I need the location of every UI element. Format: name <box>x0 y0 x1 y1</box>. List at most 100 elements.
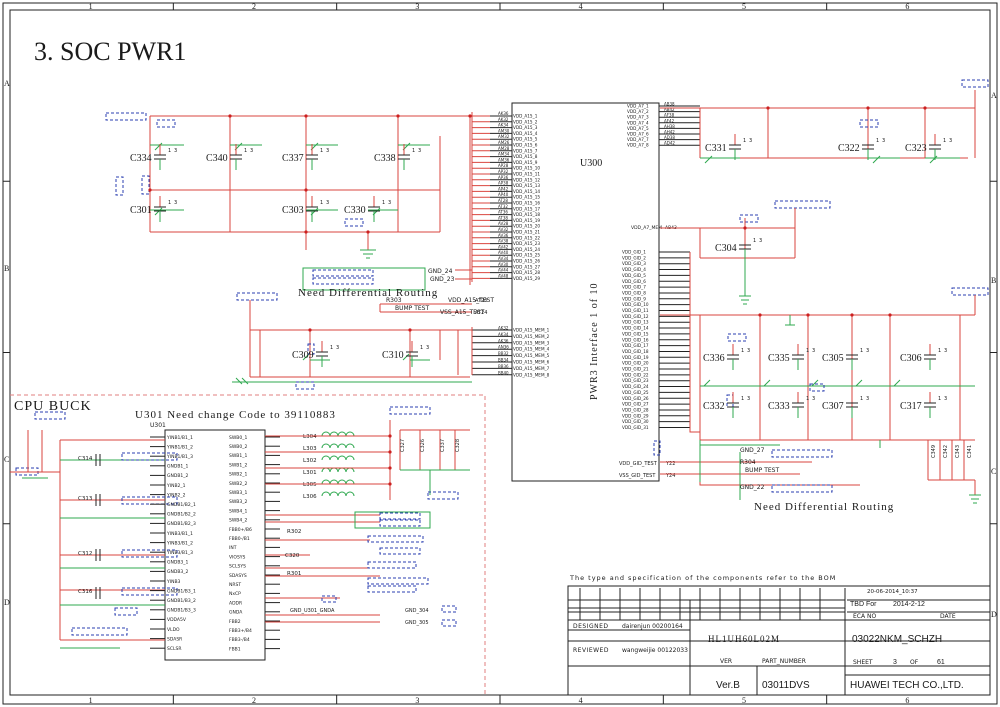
u300-pin-net: VDD_A15_12 <box>513 177 540 182</box>
inductor-ref: L305 <box>303 482 317 488</box>
svg-text:3: 3 <box>174 200 177 206</box>
svg-text:VDD_GID_4: VDD_GID_4 <box>622 267 646 272</box>
svg-text:1: 1 <box>168 148 171 154</box>
svg-text:VDD_A7_4: VDD_A7_4 <box>627 120 649 125</box>
svg-text:1: 1 <box>382 200 385 206</box>
gnd-23-label: GND_23 <box>430 276 455 283</box>
cpu-buck-block: CPU BUCK U301 Need change Code to 391108… <box>10 394 486 695</box>
u301-pin-name: SWB0_2 <box>229 444 248 450</box>
u301-pin-name: SWB1_2 <box>229 462 248 468</box>
u301-pin-name: SWB0_1 <box>229 435 248 441</box>
svg-text:3: 3 <box>250 148 253 154</box>
row-marker-left: D <box>4 598 10 607</box>
u300-pin-number: AT36 <box>498 210 508 215</box>
gnd-22-label: GND_22 <box>740 484 765 491</box>
capacitor-ref: C305 <box>822 353 844 364</box>
u300-pin-number: AP32 <box>498 169 509 174</box>
inductor-ref: L306 <box>303 494 317 500</box>
diff-routing-left: GND_24 GND_23 Need Differential Routing … <box>298 267 494 316</box>
u301-pin-name: GNDB1/B3_3 <box>167 608 196 614</box>
svg-text:GND_U301_GNDA: GND_U301_GNDA <box>290 608 335 614</box>
reviewed-by: wangweijie 00122033 <box>622 647 688 654</box>
row-marker-left: B <box>4 264 9 273</box>
column-marker-bottom: 2 <box>252 696 256 705</box>
inductor-ref: L303 <box>303 446 317 452</box>
part-number-label: PART_NUMBER <box>762 658 806 665</box>
net-label-box <box>115 176 124 196</box>
svg-text:1: 1 <box>320 148 323 154</box>
svg-text:VDD_GID_7: VDD_GID_7 <box>622 285 646 290</box>
svg-text:3: 3 <box>812 396 815 402</box>
svg-text:VDD_A7_2: VDD_A7_2 <box>627 109 649 114</box>
svg-text:AK36: AK36 <box>498 338 509 343</box>
sheet-label: SHEET <box>853 659 873 666</box>
u300-pin-net: VDD_A15_11 <box>513 172 540 177</box>
u300-pin-net: VDD_A15_13 <box>513 183 540 188</box>
svg-text:VDD_GID_17: VDD_GID_17 <box>622 343 649 348</box>
print-timestamp: 20-06-2014_10:37 <box>867 589 918 595</box>
u301-pin-name: YINB2_1 <box>166 483 186 489</box>
column-marker-top: 6 <box>905 2 909 11</box>
column-marker-bottom: 3 <box>415 696 419 705</box>
u300-pin-net: VDD_A15_4 <box>513 131 538 136</box>
u300-pin-number: AP36 <box>498 175 509 180</box>
inductor-ref: L302 <box>303 458 317 464</box>
capacitor-ref: C340 <box>206 153 228 164</box>
svg-text:3: 3 <box>759 238 762 244</box>
designed-label: DESIGNED <box>573 623 609 630</box>
svg-text:VDD_A7_MEM: VDD_A7_MEM <box>631 225 662 231</box>
svg-text:BB36: BB36 <box>498 364 509 369</box>
svg-text:R302: R302 <box>287 529 301 535</box>
u300-pin-number: AT38 <box>498 215 508 220</box>
svg-text:1: 1 <box>320 200 323 206</box>
svg-text:1: 1 <box>943 138 946 144</box>
svg-text:AF42: AF42 <box>664 118 675 123</box>
svg-text:AF38: AF38 <box>664 113 675 118</box>
u300-pin-number: AP28 <box>498 163 509 168</box>
svg-text:VDD_GID_27: VDD_GID_27 <box>622 402 649 407</box>
capacitor-ref: C306 <box>900 353 922 364</box>
u301-pin-name: FBB3+/B4 <box>229 628 252 634</box>
capacitor-ref: C332 <box>703 401 725 412</box>
u301-pin-name: FBB0-/B1 <box>229 536 250 542</box>
svg-text:3: 3 <box>747 348 750 354</box>
capacitor-ref: C330 <box>344 205 366 216</box>
capacitor-ref: C301 <box>130 205 152 216</box>
u301-pin-name: GNDB1_2 <box>167 473 189 479</box>
u300-pin-number: AM28 <box>498 146 510 151</box>
svg-text:VDD_GID_24: VDD_GID_24 <box>622 384 649 389</box>
svg-text:3: 3 <box>866 348 869 354</box>
company-name: HUAWEI TECH CO.,LTD. <box>850 680 964 691</box>
ver-label: VER <box>720 658 732 665</box>
u301-pin-name: SCLSR <box>167 646 182 652</box>
svg-text:VDD_GID_5: VDD_GID_5 <box>622 273 646 278</box>
gnd-27-label: GND_27 <box>740 447 765 454</box>
u301-pin-name: YINB1/B1_3 <box>166 454 193 460</box>
u300-pin-number: AV40 <box>498 250 509 255</box>
svg-text:VDD_A15_MEM_1: VDD_A15_MEM_1 <box>513 328 550 333</box>
svg-text:GND_305: GND_305 <box>405 620 429 626</box>
bom-note: The type and specification of the compon… <box>569 574 836 582</box>
svg-text:VDD_GID_31: VDD_GID_31 <box>622 425 649 430</box>
u301-pin-name: GNDB1/B2_2 <box>167 512 196 518</box>
svg-text:3: 3 <box>174 148 177 154</box>
u301-pin-name: GNDB1/B3_2 <box>167 598 196 604</box>
svg-text:VDD_GID_29: VDD_GID_29 <box>622 413 649 418</box>
svg-text:VDD_GID_13: VDD_GID_13 <box>622 320 649 325</box>
svg-text:3: 3 <box>426 345 429 351</box>
title-block: The type and specification of the compon… <box>567 574 991 696</box>
svg-text:Y24: Y24 <box>665 473 675 479</box>
u301-pin-name: VDDA5V <box>167 617 187 623</box>
u301-pin-name: FBB0+/B6 <box>229 527 252 533</box>
svg-text:VDD_GID_14: VDD_GID_14 <box>622 326 649 331</box>
svg-text:BB40: BB40 <box>498 370 509 375</box>
u301-pin-name: GNDB1/B2_3 <box>167 521 196 527</box>
capacitor-ref: C323 <box>905 143 927 154</box>
svg-text:AH38: AH38 <box>664 124 675 129</box>
column-marker-bottom: 5 <box>742 696 746 705</box>
svg-text:VDD_A7_8: VDD_A7_8 <box>627 143 649 148</box>
u300-interface-label: PWR3 Interface 1 of 10 <box>589 282 600 400</box>
